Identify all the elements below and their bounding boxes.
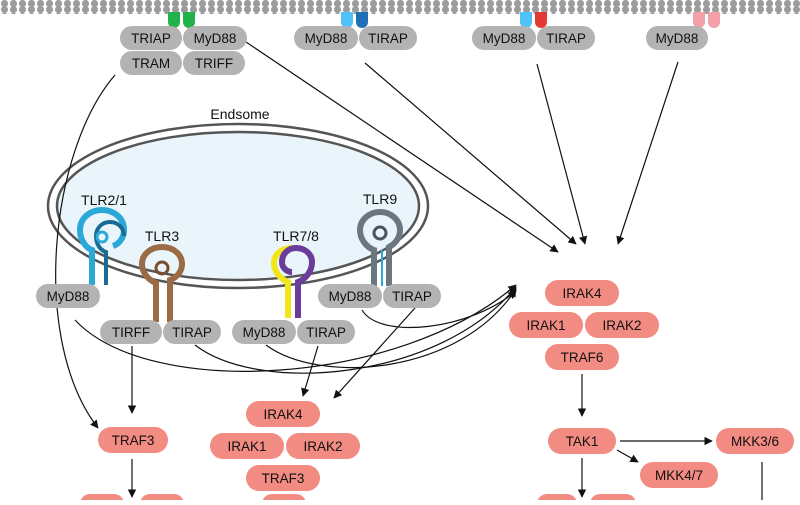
pill-label: TIRAP: [546, 31, 586, 46]
kinase-pill: MKK4/7: [640, 462, 718, 488]
pill-label: TRAF6: [561, 350, 604, 365]
adapter-pill: TIRAP: [297, 320, 355, 344]
pill-label: MKK4/7: [655, 468, 703, 483]
endosomal-adapters: MyD88 TIRFF TIRAP MyD88 TIRAP MyD88 TIRA…: [36, 284, 441, 344]
pill-label: MKK3/6: [731, 434, 779, 449]
tlr9-label: TLR9: [363, 191, 397, 207]
tlr78-label: TLR7/8: [273, 228, 319, 244]
tlr21-receptor: TLR2/1: [76, 192, 127, 285]
arrows: [55, 41, 763, 500]
kinase-pill: IRAK2: [286, 433, 360, 459]
arrow-group4-to-irak4: [616, 61, 679, 245]
kinase-pill: MKK3/6: [716, 428, 794, 454]
adapter-pill: MyD88: [646, 26, 708, 50]
adapter-pill: TRAM: [120, 51, 182, 75]
adapter-pill: TIRFF: [100, 320, 162, 344]
adapter-pill: MyD88: [318, 284, 382, 308]
adapter-pill: TIRAP: [537, 26, 595, 50]
arrow-tak1-to-mkk47: [616, 449, 639, 463]
pill-label: IRAK1: [526, 318, 565, 333]
kinase-pill: TRAF6: [545, 344, 619, 370]
right-complex: IRAK4 IRAK1 IRAK2 TRAF6 TAK1 MKK3/6 MKK4…: [509, 280, 794, 505]
pill-label: IRAK4: [562, 286, 602, 301]
cropped-pill: [140, 494, 184, 505]
pill-label: MyD88: [483, 31, 526, 46]
cropped-pill: [80, 494, 124, 505]
pill-label: IRAK2: [602, 318, 641, 333]
pill-label: MyD88: [47, 289, 90, 304]
pill-label: MyD88: [243, 325, 286, 340]
adapter-pill: TIRAP: [163, 320, 221, 344]
cropped-pill: [537, 494, 577, 505]
surface-receptor-pink: [693, 12, 720, 28]
arrow-tlr78-tirap-to-irak4: [301, 345, 319, 397]
arrow-group3-to-irak4: [536, 63, 588, 245]
endosome-label: Endsome: [210, 106, 269, 122]
kinase-pill: IRAK4: [545, 280, 619, 306]
adapter-pill: MyD88: [472, 26, 536, 50]
adapter-pill: MyD88: [183, 26, 247, 50]
pill-label: TRIAP: [131, 31, 171, 46]
arrow-tlr9-tirap-to-irak4: [333, 307, 416, 399]
surface-group4: MyD88: [646, 26, 708, 50]
endosome: Endsome: [46, 106, 430, 290]
pill-label: TRIFF: [195, 56, 233, 71]
adapter-pill: TIRAP: [383, 284, 441, 308]
adapter-pill: TRIFF: [183, 51, 245, 75]
arrow-group1-to-traf3: [55, 74, 116, 429]
kinase-pill: IRAK2: [585, 312, 659, 338]
kinase-pill: TRAF3: [98, 427, 168, 453]
pill-label: TRAF3: [262, 471, 305, 486]
surface-group2: MyD88 TIRAP: [294, 26, 417, 50]
surface-receptor-blue-red: [520, 12, 547, 28]
adapter-pill: TIRAP: [359, 26, 417, 50]
kinase-pill: TRAF3: [246, 465, 320, 491]
plasma-membrane: [0, 0, 800, 14]
pill-label: TRAM: [132, 56, 170, 71]
cropped-pill: [262, 494, 306, 505]
pill-label: TAK1: [566, 434, 599, 449]
arrow-tlr21-to-irak4: [74, 284, 517, 372]
tlr3-receptor: TLR3: [138, 228, 186, 322]
adapter-pill: MyD88: [294, 26, 358, 50]
arrow-group2-to-irak4: [364, 62, 577, 245]
adapter-pill: MyD88: [232, 320, 296, 344]
adapter-pill: MyD88: [36, 284, 100, 308]
surface-receptor-green: [168, 12, 195, 28]
tlr78-receptor: TLR7/8: [270, 228, 319, 318]
cropped-pill: [590, 494, 636, 505]
pill-label: MyD88: [194, 31, 237, 46]
kinase-pill: TAK1: [548, 428, 616, 454]
adapter-pill: TRIAP: [120, 26, 182, 50]
pill-label: TIRFF: [112, 325, 150, 340]
surface-receptor-blue: [341, 12, 368, 28]
arrow-tlr9-to-irak4: [361, 290, 517, 328]
pill-label: MyD88: [305, 31, 348, 46]
pill-label: TIRAP: [306, 325, 346, 340]
pill-label: MyD88: [656, 31, 699, 46]
middle-complex: IRAK4 IRAK1 IRAK2 TRAF3: [210, 401, 360, 505]
surface-group3: MyD88 TIRAP: [472, 26, 595, 50]
tlr9-receptor: TLR9: [356, 191, 404, 286]
kinase-pill: IRAK4: [246, 401, 320, 427]
surface-group1: TRIAP MyD88 TRAM TRIFF: [120, 26, 247, 75]
tlr21-label: TLR2/1: [81, 192, 127, 208]
tlr3-label: TLR3: [145, 228, 179, 244]
kinase-pill: IRAK1: [210, 433, 284, 459]
kinase-pill: IRAK1: [509, 312, 583, 338]
arrow-tlr78-to-irak4: [265, 288, 517, 369]
pill-label: TIRAP: [392, 289, 432, 304]
pill-label: TRAF3: [112, 433, 155, 448]
pill-label: MyD88: [329, 289, 372, 304]
pill-label: TIRAP: [368, 31, 408, 46]
pill-label: TIRAP: [172, 325, 212, 340]
pill-label: IRAK1: [227, 439, 266, 454]
pill-label: IRAK2: [303, 439, 342, 454]
arrow-group1-to-irak4: [245, 41, 559, 253]
pill-label: IRAK4: [263, 407, 303, 422]
arrow-tlr3-to-irak4: [194, 286, 517, 374]
